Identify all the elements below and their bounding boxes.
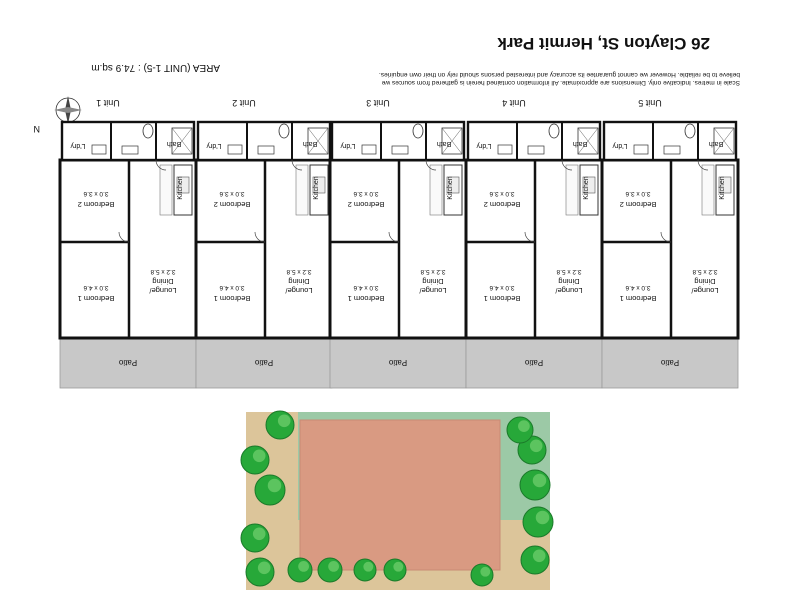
bedroom1-dim: 3.0 x 4.6 <box>625 284 650 291</box>
patio-label: Patio <box>524 358 543 367</box>
lounge-label-1: Lounge/ <box>555 286 583 295</box>
bedroom1-dim: 3.0 x 4.6 <box>353 284 378 291</box>
lounge-dim: 3.2 x 5.8 <box>150 268 175 275</box>
kitchen-label: Kitchen <box>447 176 454 199</box>
bedroom1-label: Bedroom 1 <box>348 294 385 303</box>
lounge-dim: 3.2 x 5.8 <box>420 268 445 275</box>
tree-icon <box>520 545 550 575</box>
site-plan <box>240 410 554 590</box>
bedroom1-label: Bedroom 1 <box>620 294 657 303</box>
tree-icon <box>317 557 343 583</box>
tree-icon <box>519 469 551 501</box>
bedroom1-dim: 3.0 x 4.6 <box>489 284 514 291</box>
laundry-label: L'dry <box>612 142 627 149</box>
tree-icon <box>265 410 295 440</box>
tree-icon <box>240 445 270 475</box>
bedroom1-dim: 3.0 x 4.6 <box>83 284 108 291</box>
bedroom2-dim: 3.0 x 3.6 <box>625 190 650 197</box>
bedroom2-label: Bedroom 2 <box>78 200 115 209</box>
bath-label: Bath <box>167 140 182 147</box>
patio <box>195 337 333 389</box>
bath-label: Bath <box>437 140 452 147</box>
lounge-label-1: Lounge/ <box>691 286 719 295</box>
bedroom1-label: Bedroom 1 <box>484 294 521 303</box>
tree-icon <box>506 416 534 444</box>
kitchen-label: Kitchen <box>583 176 590 199</box>
tree-icon <box>353 558 377 582</box>
tree-icon <box>470 563 494 587</box>
disclaimer-line-2: believe to be reliable. However we canno… <box>379 71 740 78</box>
north-label: N <box>34 124 41 134</box>
kitchen-label: Kitchen <box>313 176 320 199</box>
patio-label: Patio <box>660 358 679 367</box>
laundry-label: L'dry <box>206 142 221 149</box>
tree-icon <box>240 523 270 553</box>
bedroom2-label: Bedroom 2 <box>348 200 385 209</box>
laundry-label: L'dry <box>476 142 491 149</box>
laundry-label: L'dry <box>340 142 355 149</box>
patio <box>59 337 197 389</box>
lounge-dim: 3.2 x 5.8 <box>286 268 311 275</box>
lounge-dim: 3.2 x 5.8 <box>556 268 581 275</box>
unit-name: Unit 4 <box>502 98 526 108</box>
bath-label: Bath <box>573 140 588 147</box>
bedroom2-dim: 3.0 x 3.6 <box>219 190 244 197</box>
unit-name: Unit 3 <box>366 98 390 108</box>
tree-icon <box>287 557 313 583</box>
bedroom2-dim: 3.0 x 3.6 <box>83 190 108 197</box>
lounge-label-2: Dining <box>694 277 715 286</box>
plan-title: 26 Clayton St, Hermit Park <box>497 34 710 53</box>
lounge-dim: 3.2 x 5.8 <box>692 268 717 275</box>
tree-icon <box>245 557 275 587</box>
lounge-label-2: Dining <box>422 277 443 286</box>
patio <box>329 337 467 389</box>
bath-label: Bath <box>303 140 318 147</box>
bedroom2-label: Bedroom 2 <box>620 200 657 209</box>
bedroom1-label: Bedroom 1 <box>214 294 251 303</box>
lounge-label-1: Lounge/ <box>285 286 313 295</box>
patio-label: Patio <box>118 358 137 367</box>
patio-label: Patio <box>388 358 407 367</box>
bedroom2-dim: 3.0 x 3.6 <box>353 190 378 197</box>
lounge-label-2: Dining <box>558 277 579 286</box>
bedroom2-label: Bedroom 2 <box>484 200 521 209</box>
unit-name: Unit 5 <box>638 98 662 108</box>
plan-rotated-group: 26 Clayton St, Hermit Park AREA (UNIT 1-… <box>34 34 740 590</box>
bath-label: Bath <box>709 140 724 147</box>
compass-icon <box>54 96 82 124</box>
patio-label: Patio <box>254 358 273 367</box>
laundry-label: L'dry <box>70 142 85 149</box>
tree-icon <box>383 558 407 582</box>
lounge-label-2: Dining <box>152 277 173 286</box>
kitchen-label: Kitchen <box>177 176 184 199</box>
tree-icon <box>522 506 554 538</box>
patio <box>465 337 603 389</box>
unit-name: Unit 1 <box>96 98 120 108</box>
area-label: AREA (UNIT 1-5) : 74.9 sq.m <box>91 62 220 73</box>
kitchen-label: Kitchen <box>719 176 726 199</box>
site-roof <box>299 419 501 571</box>
bedroom2-label: Bedroom 2 <box>214 200 251 209</box>
tree-icon <box>254 474 286 506</box>
trees-layer <box>240 410 554 587</box>
bedroom2-dim: 3.0 x 3.6 <box>489 190 514 197</box>
lounge-label-1: Lounge/ <box>149 286 177 295</box>
disclaimer-line-1: Scale in metres. Indicative only. Dimens… <box>381 79 740 86</box>
bedroom1-label: Bedroom 1 <box>78 294 115 303</box>
bedroom1-dim: 3.0 x 4.6 <box>219 284 244 291</box>
unit-name: Unit 2 <box>232 98 256 108</box>
lounge-label-1: Lounge/ <box>419 286 447 295</box>
lounge-label-2: Dining <box>288 277 309 286</box>
